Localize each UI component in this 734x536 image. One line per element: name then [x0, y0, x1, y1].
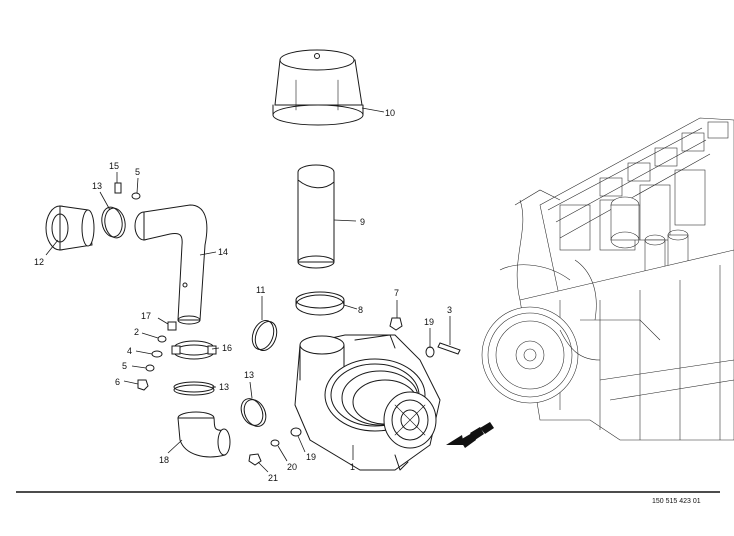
part-12-rubber-boot	[45, 205, 95, 251]
part-13-clamp-upper	[101, 206, 126, 239]
callout-4: 4	[127, 346, 132, 356]
callout-13-lower: 13	[244, 370, 254, 380]
callout-19-upper: 19	[424, 317, 434, 327]
callout-20: 20	[287, 462, 297, 472]
callout-15: 15	[109, 161, 119, 171]
callout-11: 11	[256, 285, 265, 295]
part-8-clamp	[295, 291, 345, 316]
part-11-clamp	[251, 319, 278, 352]
callout-12: 12	[34, 257, 44, 267]
hardware-parts	[114, 182, 461, 466]
callout-10: 10	[385, 108, 395, 118]
part-18-elbow-hose	[177, 411, 231, 458]
part-14-intake-pipe	[134, 204, 208, 325]
callout-5-lower: 5	[122, 361, 127, 371]
callout-3: 3	[447, 305, 452, 315]
callout-7: 7	[394, 288, 399, 298]
callout-2: 2	[134, 327, 139, 337]
forward-arrow-icon	[446, 422, 494, 448]
callout-5-upper: 5	[135, 167, 140, 177]
part-13-clamp-lower	[240, 398, 267, 427]
part-1-air-filter-housing	[294, 334, 441, 471]
part-9-intake-tube	[297, 164, 335, 269]
part-16-clamp-assembly	[171, 340, 217, 360]
callout-13-upper: 13	[92, 181, 102, 191]
part-10-filter-cover	[272, 49, 364, 126]
callout-1: 1	[350, 462, 355, 472]
drawing-code: 150 515 423 01	[652, 498, 701, 505]
part-13-clamp-middle	[173, 381, 215, 396]
callout-16: 16	[222, 343, 232, 353]
callout-labels: 10 9 8 11 1 7 3 19 12 13 15 5 14 17 2 4 …	[34, 108, 452, 483]
leader-lines	[45, 107, 451, 473]
callout-21: 21	[268, 473, 278, 483]
callout-19-lower: 19	[306, 452, 316, 462]
callout-8: 8	[358, 305, 363, 315]
callout-13-middle: 13	[219, 382, 229, 392]
callout-18: 18	[159, 455, 169, 465]
callout-6: 6	[115, 377, 120, 387]
callout-17: 17	[141, 311, 151, 321]
callout-9: 9	[360, 217, 365, 227]
callout-14: 14	[218, 247, 228, 257]
engine-illustration	[481, 117, 734, 441]
